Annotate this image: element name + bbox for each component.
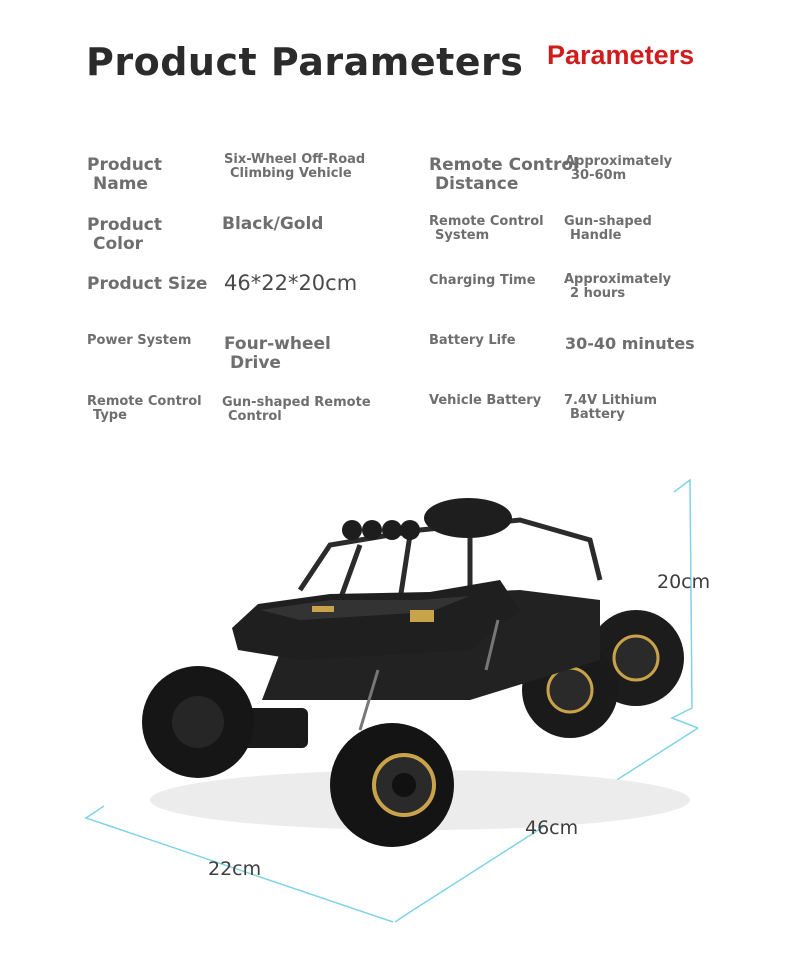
wheel-front-right xyxy=(330,723,454,847)
param-value-product-size: 46*22*20cm xyxy=(224,271,358,295)
param-label-power-system: Power System xyxy=(87,333,192,348)
suspension-springs xyxy=(358,619,500,731)
dimension-height-label: 20cm xyxy=(657,571,711,593)
roof-lights xyxy=(342,520,420,540)
rc-car-image xyxy=(142,498,690,847)
param-value-product-color: Black/Gold xyxy=(222,214,324,234)
param-label-product-size: Product Size xyxy=(87,274,208,294)
spare-tire xyxy=(424,498,512,538)
page-title: Product Parameters xyxy=(86,40,524,84)
dimension-width-label: 22cm xyxy=(208,858,262,880)
param-label-vehicle-battery: Vehicle Battery xyxy=(429,393,542,408)
param-label-battery-life: Battery Life xyxy=(429,333,516,348)
section-tag: Parameters xyxy=(547,40,695,70)
param-value-battery-life: 30-40 minutes xyxy=(565,334,695,353)
dimension-length-label: 46cm xyxy=(525,817,579,839)
param-label-charging-time: Charging Time xyxy=(429,273,536,288)
wheel-front-left xyxy=(142,666,254,778)
